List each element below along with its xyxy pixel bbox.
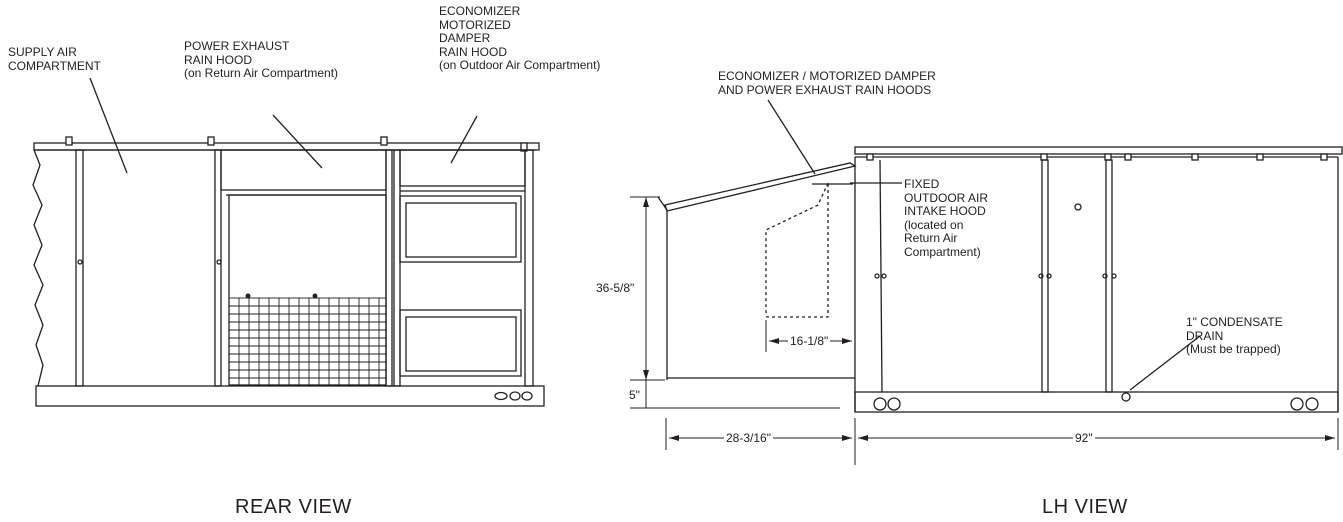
lh-view-drawing (630, 99, 1343, 465)
dimension-arrows (643, 197, 1335, 441)
lh-panel-edge (879, 159, 883, 393)
rear-latch (77, 259, 83, 265)
power-exhaust-hood (220, 149, 387, 191)
dim-hood-projection: 28-3/16" (724, 431, 773, 445)
label-supply-air-compartment: SUPPLY AIR COMPARTMENT (8, 45, 101, 73)
rain-hood (664, 162, 857, 212)
grille-fastener (245, 293, 251, 299)
label-condensate-drain: 1" CONDENSATE DRAIN (Must be trapped) (1186, 315, 1283, 356)
leader-line (450, 115, 478, 164)
condensate-drain (1121, 392, 1131, 402)
label-economizer-rain-hood: ECONOMIZER MOTORIZED DAMPER RAIN HOOD (o… (439, 4, 601, 72)
hood-edge (657, 196, 668, 211)
rear-knockout (509, 391, 521, 401)
lh-lift-hole (1305, 397, 1319, 411)
lh-lift-hole (1290, 397, 1304, 411)
lh-divider-post (1041, 159, 1049, 393)
rear-base-rail (35, 385, 545, 407)
rear-latch (216, 259, 222, 265)
rear-end-post (524, 149, 534, 387)
rear-roof-bracket (207, 136, 215, 146)
economizer-hood (399, 149, 526, 187)
lh-latch (881, 273, 887, 279)
fixed-intake-hood-hidden (765, 182, 829, 318)
leader-line (89, 77, 128, 174)
dim-hood-depth: 16-1/8" (788, 334, 831, 348)
dim-base-height: 5" (627, 388, 642, 402)
damper-frame (399, 195, 522, 263)
lh-latch (1102, 273, 1108, 279)
lh-latch (1046, 273, 1052, 279)
rear-knockout (494, 391, 508, 401)
rear-divider-post (214, 149, 222, 387)
rear-roof-bracket (520, 142, 528, 152)
exhaust-grille (228, 297, 387, 386)
rear-roof-bracket (65, 136, 73, 146)
lh-roof-brackets (866, 153, 1328, 161)
label-power-exhaust-rain-hood: POWER EXHAUST RAIN HOOD (on Return Air C… (184, 39, 339, 80)
label-fixed-outdoor-air-intake-hood: FIXED OUTDOOR AIR INTAKE HOOD (located o… (904, 177, 989, 259)
lh-latch (1111, 273, 1117, 279)
dim-unit-length: 92" (1073, 431, 1095, 445)
exhaust-panel (228, 194, 387, 386)
rear-knockout (521, 391, 533, 401)
lh-roof-rail (854, 146, 1343, 155)
grille-fastener (312, 293, 318, 299)
lh-latch (1038, 273, 1044, 279)
rear-corner-post (75, 149, 84, 387)
leader-line (272, 114, 323, 169)
lh-lift-hole (873, 397, 887, 411)
lh-fastener (1074, 203, 1082, 211)
rear-roof-bracket (380, 136, 388, 146)
lh-lift-hole (887, 397, 901, 411)
lh-base-rail (854, 391, 1339, 413)
lh-view-title: LH VIEW (1042, 496, 1128, 518)
damper-panel (405, 202, 517, 258)
dimension-lines (630, 196, 1339, 465)
rear-divider-post (385, 149, 393, 387)
rear-roof-rail (33, 142, 540, 151)
lh-latch (874, 273, 880, 279)
damper-frame (399, 309, 522, 377)
leader-line (1129, 335, 1201, 391)
damper-panel (405, 316, 517, 372)
leader-line (767, 99, 816, 175)
dim-hood-height: 36-5/8" (594, 281, 637, 295)
break-line (32, 149, 44, 387)
rear-divider-post (393, 149, 401, 387)
rear-view-drawing (32, 77, 545, 407)
label-rain-hoods: ECONOMIZER / MOTORIZED DAMPER AND POWER … (718, 69, 936, 97)
rear-view-title: REAR VIEW (235, 496, 352, 518)
